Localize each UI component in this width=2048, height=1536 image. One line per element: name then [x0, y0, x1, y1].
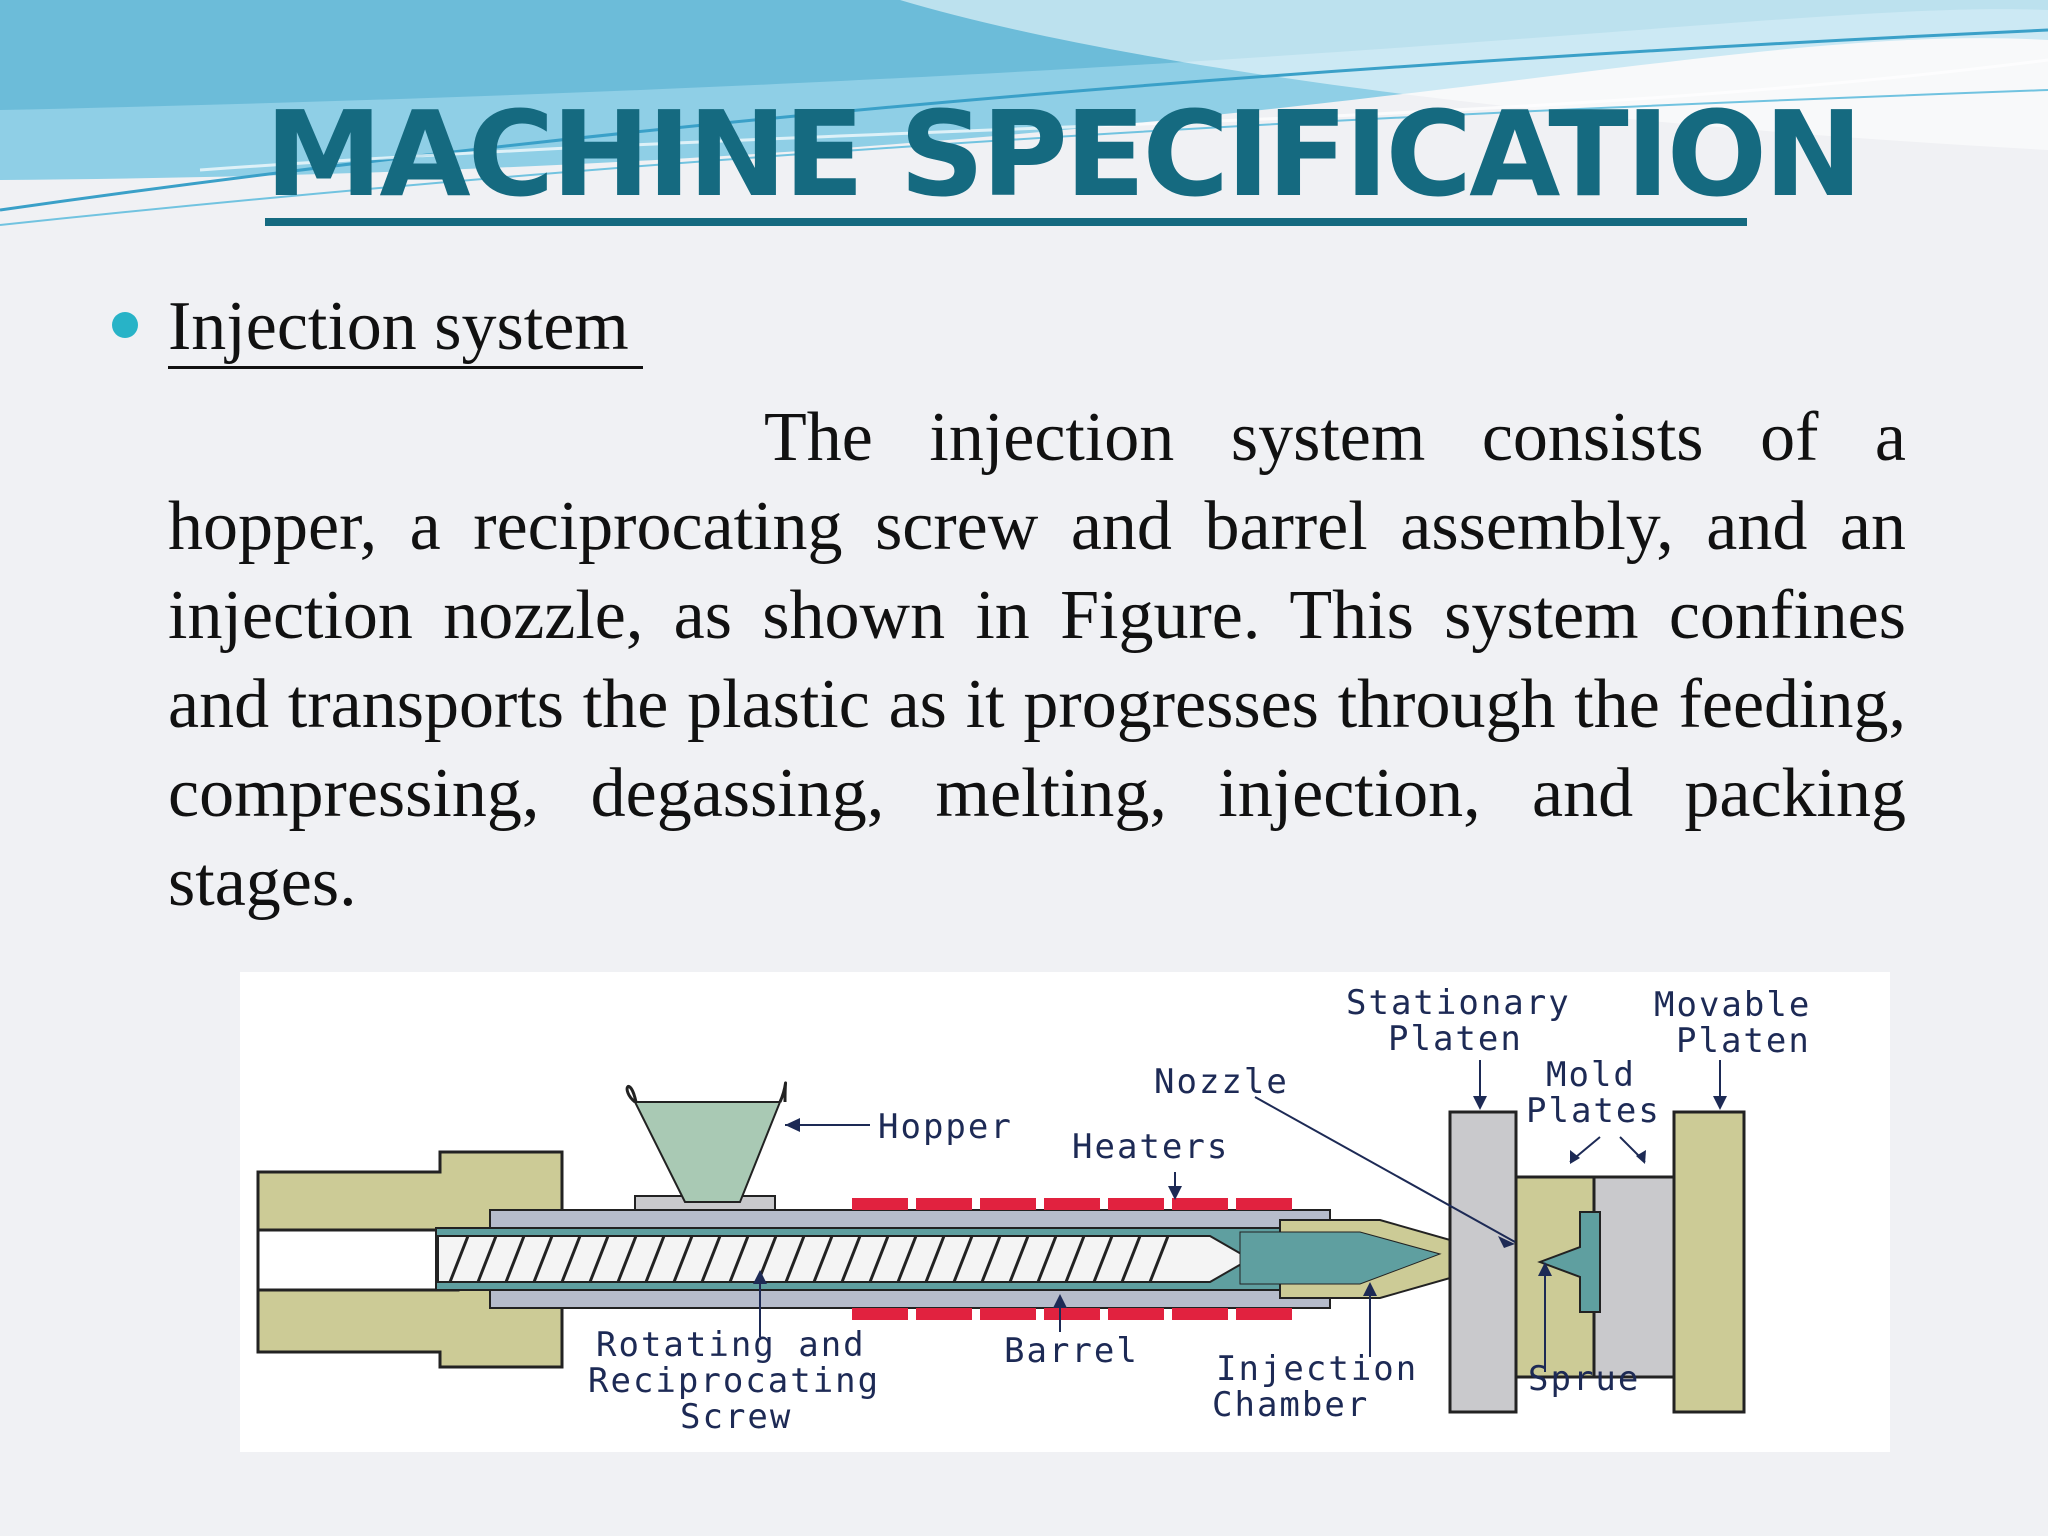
- label-movable-platen-line2: Platen: [1676, 1021, 1811, 1061]
- label-screw-line1: Rotating and: [596, 1325, 866, 1365]
- label-hopper: Hopper: [878, 1107, 1013, 1147]
- label-sprue: Sprue: [1528, 1359, 1640, 1399]
- injection-machine-diagram: Hopper Heaters Nozzle Stationary Platen …: [256, 983, 1811, 1437]
- label-mold-plates-line2: Plates: [1526, 1091, 1661, 1131]
- label-screw-line3: Screw: [680, 1397, 792, 1437]
- section-heading: Injection system: [168, 288, 643, 370]
- title-underline: [265, 218, 1747, 226]
- label-mold-plates-line1: Mold: [1546, 1055, 1636, 1095]
- label-movable-platen-line1: Movable: [1654, 985, 1811, 1025]
- label-nozzle: Nozzle: [1154, 1062, 1289, 1102]
- body-paragraph: The injection system consists of a hoppe…: [168, 399, 1906, 921]
- label-barrel: Barrel: [1004, 1331, 1139, 1371]
- bullet-icon: [112, 312, 138, 338]
- label-stationary-platen-line2: Platen: [1388, 1019, 1523, 1059]
- label-injection-chamber-line1: Injection: [1216, 1349, 1418, 1389]
- label-heaters: Heaters: [1072, 1127, 1229, 1167]
- label-screw-line2: Reciprocating: [588, 1361, 880, 1401]
- label-injection-chamber-line2: Chamber: [1212, 1385, 1369, 1425]
- label-stationary-platen-line1: Stationary: [1346, 983, 1571, 1023]
- injection-system-figure: Hopper Heaters Nozzle Stationary Platen …: [240, 972, 1890, 1452]
- page-title: MACHINE SPECIFICATION: [265, 85, 1863, 223]
- header-wave-decoration: [0, 0, 2048, 226]
